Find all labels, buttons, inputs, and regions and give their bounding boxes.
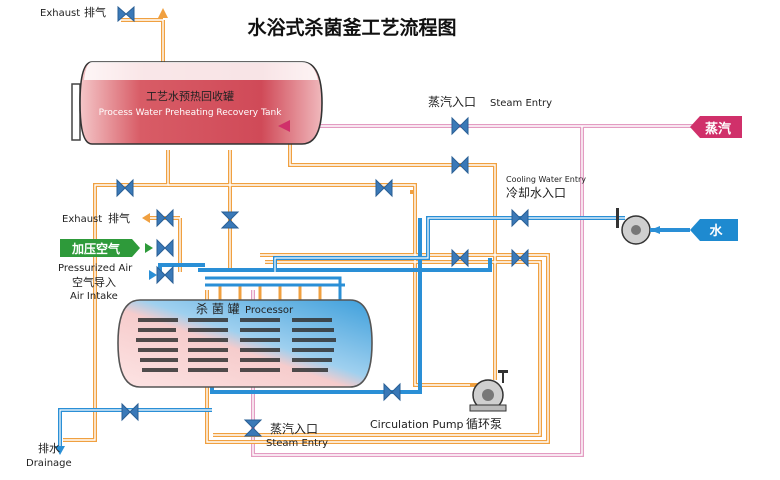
- arrow-up-exhaust-icon: [158, 8, 168, 18]
- valve-circulation-left: [451, 248, 469, 268]
- air-intake-cn: 空气导入: [72, 275, 116, 289]
- valve-vertical-processor: [220, 211, 240, 229]
- valve-circulation-right: [511, 248, 529, 268]
- exhaust-mid-en: Exhaust: [62, 214, 102, 225]
- exhaust-mid-cn: 排气: [108, 211, 130, 225]
- valve-middle-line: [375, 178, 393, 198]
- valve-left-drain-line: [116, 178, 134, 198]
- circulation-pump-icon: [469, 370, 508, 412]
- diagram-title: 水浴式杀菌釜工艺流程图: [247, 16, 456, 39]
- water-tag: 水: [690, 219, 738, 241]
- drainage-cn: 排水: [38, 441, 60, 455]
- steam-entry-bottom-cn: 蒸汽入口: [270, 421, 318, 436]
- steam-tag-label: 蒸汽: [705, 121, 731, 137]
- valve-steam-entry-top: [451, 116, 469, 136]
- valve-tank-return: [451, 155, 469, 175]
- valve-steam-entry-bottom: [243, 419, 263, 437]
- valve-drainage: [121, 402, 139, 422]
- arrow-right-pressurized-icon: [145, 243, 153, 253]
- processor-vessel: 杀 菌 罐 Processor: [117, 299, 373, 388]
- tank-label-en: Process Water Preheating Recovery Tank: [99, 108, 283, 118]
- tank-label-cn: 工艺水预热回收罐: [146, 89, 234, 103]
- steam-entry-top-en: Steam Entry: [490, 98, 552, 109]
- drainage-en: Drainage: [26, 458, 72, 469]
- processor-header-tubes: [205, 276, 345, 300]
- processor-label-cn: 杀 菌 罐: [196, 301, 240, 316]
- arrow-down-drain-icon: [55, 446, 65, 455]
- exhaust-top-cn: 排气: [84, 5, 106, 19]
- valve-cooling-water: [511, 208, 529, 228]
- water-tag-label: 水: [709, 223, 723, 239]
- valve-exhaust-mid: [156, 208, 174, 228]
- air-intake-en: Air Intake: [70, 291, 118, 302]
- exhaust-top-en: Exhaust: [40, 8, 80, 19]
- pressurized-air-label: 加压空气: [71, 241, 120, 256]
- pressurized-air-tag: 加压空气: [60, 239, 140, 257]
- processor-label-en: Processor: [245, 305, 294, 316]
- cooling-water-pump-icon: [616, 208, 690, 245]
- preheating-recovery-tank: 工艺水预热回收罐 Process Water Preheating Recove…: [71, 61, 323, 145]
- product-baskets: [136, 318, 336, 372]
- valves: [116, 5, 529, 437]
- circulation-pump-en: Circulation Pump: [370, 418, 464, 431]
- cooling-water-cn: 冷却水入口: [506, 186, 566, 200]
- arrow-left-steam-icon: [278, 120, 290, 132]
- steam-entry-bottom-en: Steam Entry: [266, 438, 328, 449]
- valve-air-intake: [156, 265, 174, 285]
- cooling-water-en: Cooling Water Entry: [506, 175, 586, 184]
- valve-pump-inlet: [383, 382, 401, 402]
- steam-entry-top-cn: 蒸汽入口: [428, 94, 476, 109]
- flow-arrows: [55, 8, 290, 455]
- pressurized-air-en: Pressurized Air: [58, 263, 133, 274]
- steam-tag: 蒸汽: [690, 116, 742, 138]
- arrow-right-air-icon: [149, 270, 157, 280]
- valve-exhaust-top: [117, 5, 135, 23]
- valve-pressurized-air: [156, 238, 174, 258]
- arrow-left-exhaust-icon: [142, 213, 150, 223]
- circulation-pump-cn: 循环泵: [466, 417, 502, 431]
